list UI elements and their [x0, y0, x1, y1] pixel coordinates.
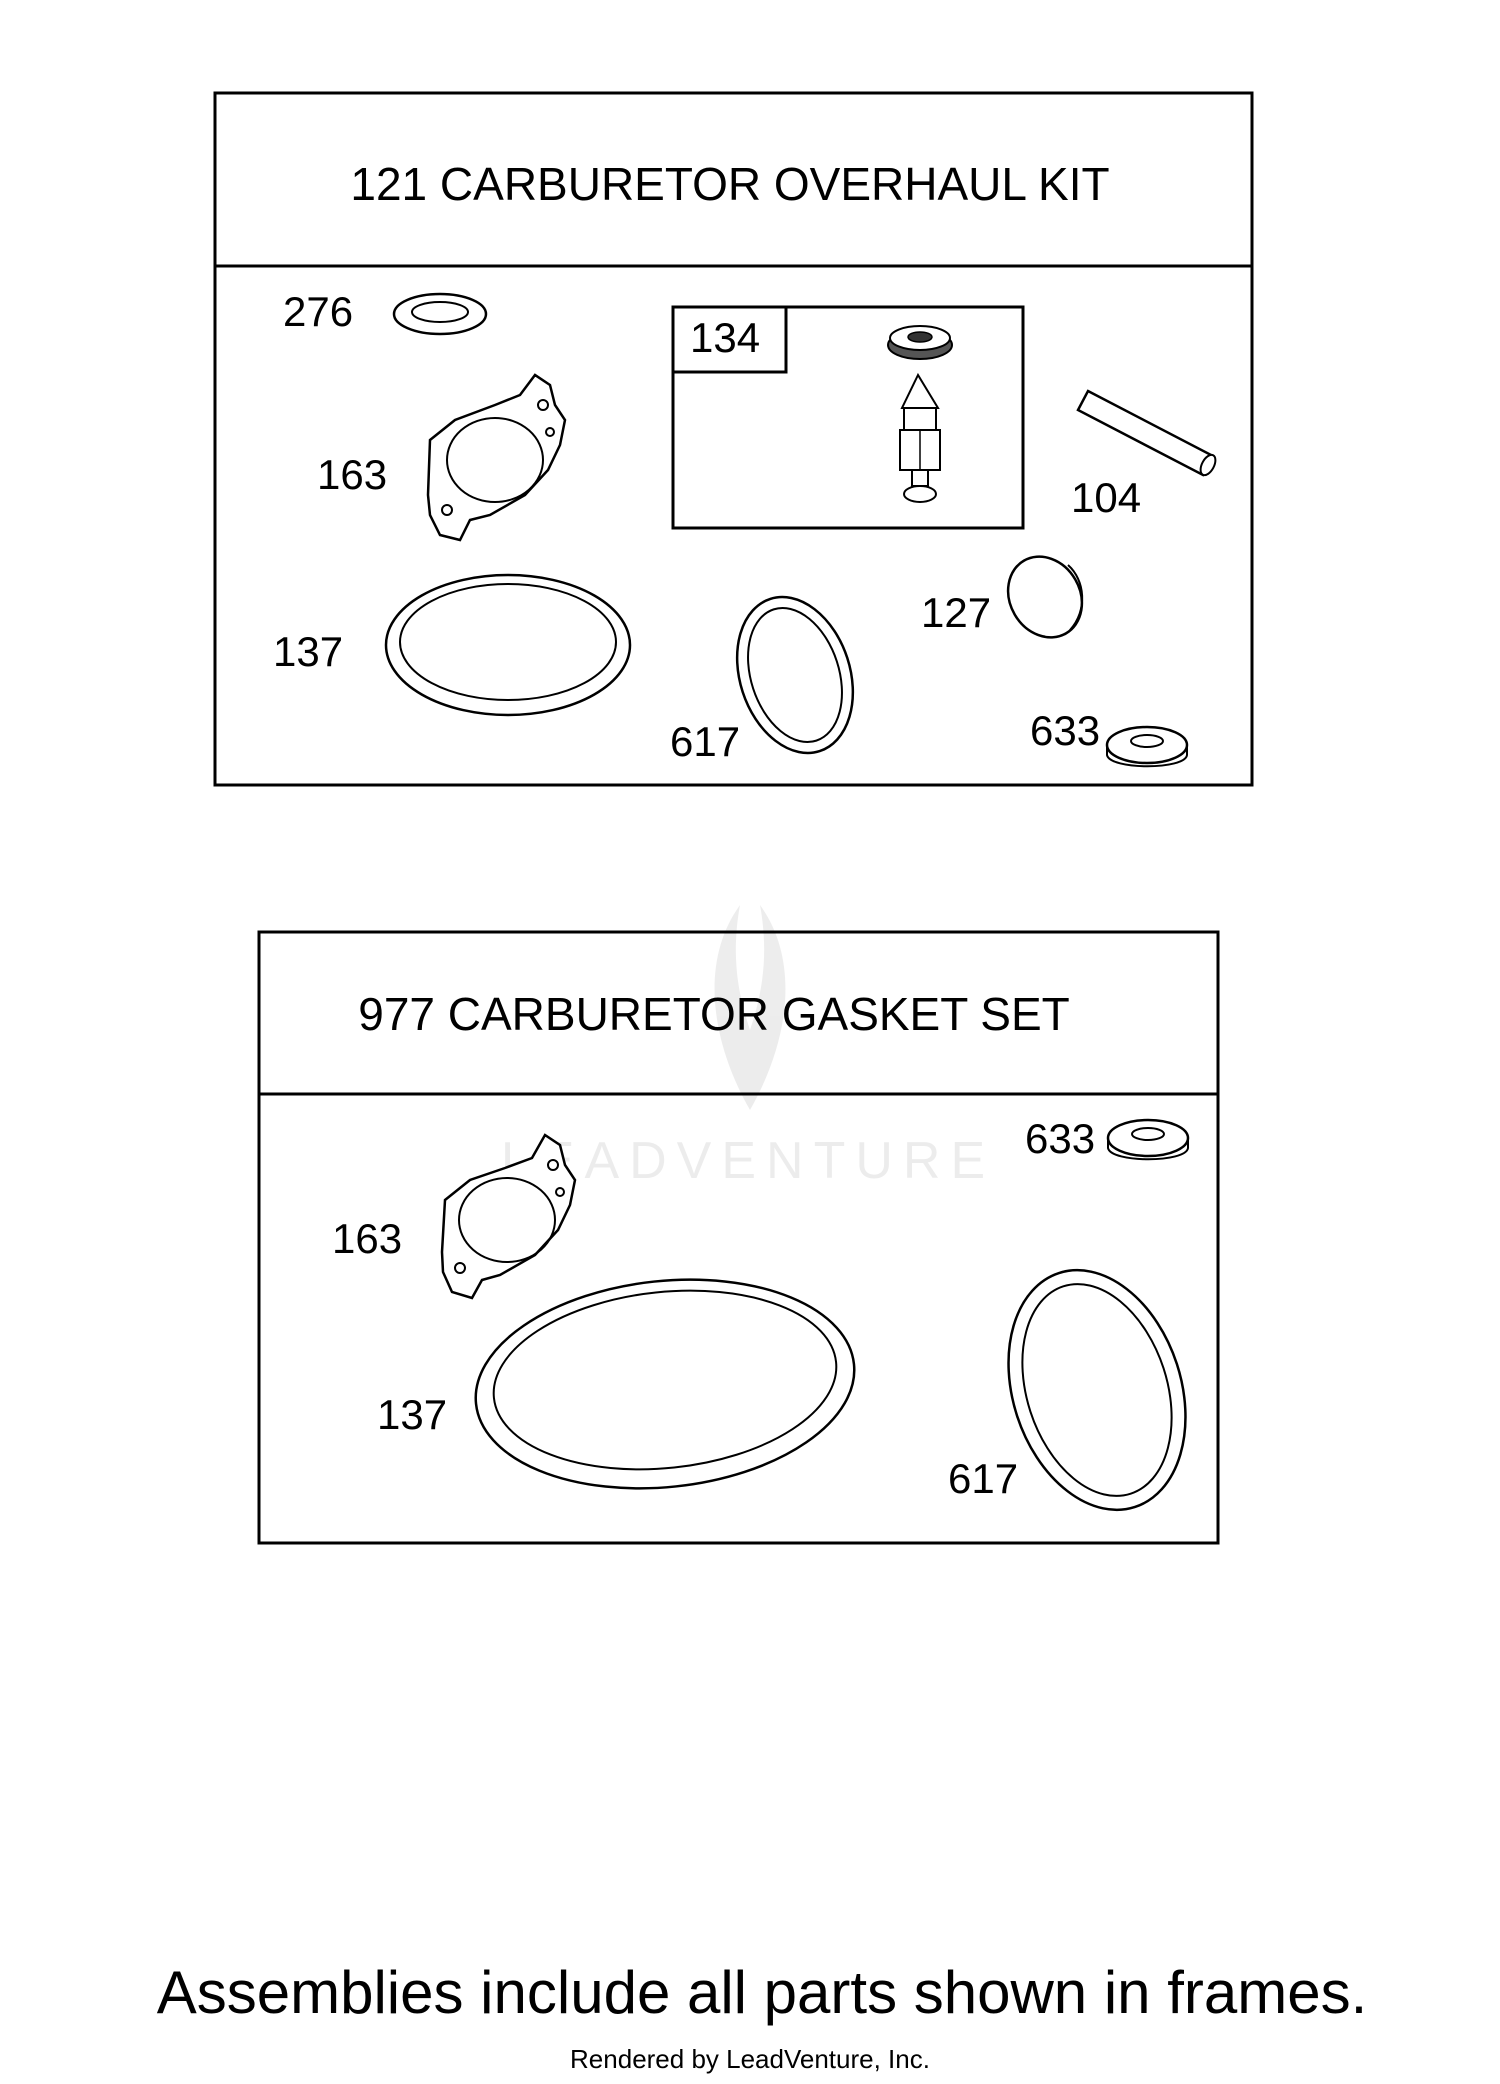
inlet-needle-icon: [899, 372, 941, 503]
callout-276[interactable]: 276: [283, 288, 353, 335]
part-617-oring-icon[interactable]: [718, 582, 872, 768]
watermark-flame-icon: [714, 905, 786, 1110]
callout-104[interactable]: 104: [1071, 474, 1141, 521]
part-163-gasket-icon[interactable]: [440, 1133, 577, 1300]
callout-137[interactable]: 137: [273, 628, 343, 675]
callout-137[interactable]: 137: [377, 1391, 447, 1438]
part-633-washer-icon[interactable]: [1106, 1118, 1190, 1161]
callout-633[interactable]: 633: [1030, 707, 1100, 754]
footer-note: Assemblies include all parts shown in fr…: [157, 1959, 1368, 2026]
callout-163[interactable]: 163: [332, 1215, 402, 1262]
frame-border: [213, 91, 1254, 787]
footer-credit: Rendered by LeadVenture, Inc.: [570, 2044, 930, 2074]
frame-overhaul-kit: 121 CARBURETOR OVERHAUL KIT 276 163 134: [213, 91, 1254, 787]
part-137-gasket-icon[interactable]: [465, 1262, 864, 1507]
part-617-oring-icon[interactable]: [979, 1247, 1215, 1533]
part-137-gasket-icon[interactable]: [384, 573, 632, 717]
needle-seat-icon: [887, 325, 953, 360]
frame-gasket-set: 977 CARBURETOR GASKET SET 633 163 137: [257, 930, 1220, 1545]
part-633-washer-icon[interactable]: [1105, 725, 1189, 768]
callout-633[interactable]: 633: [1025, 1115, 1095, 1162]
watermark: LEADVENTURE: [501, 905, 995, 1190]
watermark-text: LEADVENTURE: [501, 1132, 995, 1190]
part-104-pin-icon[interactable]: [1076, 389, 1218, 478]
callout-617[interactable]: 617: [948, 1455, 1018, 1502]
frame-border: [257, 930, 1220, 1545]
sub-frame-border: [671, 305, 1025, 530]
frame-title: 121 CARBURETOR OVERHAUL KIT: [350, 158, 1109, 210]
sub-frame-label: 134: [690, 314, 760, 361]
part-276-washer-icon[interactable]: [392, 292, 488, 336]
sub-assembly-134[interactable]: 134: [671, 305, 1025, 530]
callout-163[interactable]: 163: [317, 451, 387, 498]
callout-127[interactable]: 127: [921, 589, 991, 636]
frame-title: 977 CARBURETOR GASKET SET: [358, 988, 1070, 1040]
sub-frame-label-box: [673, 307, 788, 374]
callout-617[interactable]: 617: [670, 718, 740, 765]
part-127-plug-icon[interactable]: [994, 543, 1097, 651]
part-163-gasket-icon[interactable]: [426, 373, 567, 542]
